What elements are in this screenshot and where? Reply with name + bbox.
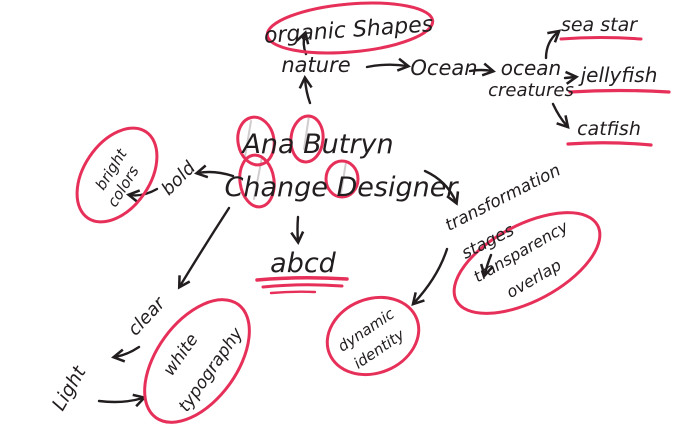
node-center-ana-butryn-change-designer: Ana Butryn Change Designer	[225, 129, 460, 203]
circle-transparency-overlap	[452, 211, 602, 315]
underline-abcd	[261, 283, 344, 289]
node-bold: bold	[157, 157, 200, 200]
node-abcd: abcd	[270, 248, 337, 279]
arrow-creatures-to-jellyfish	[563, 70, 580, 85]
arrow-clear-to-light	[111, 345, 141, 363]
arrow-nature-to-ocean	[365, 57, 411, 72]
arrow-center-to-nature	[298, 74, 313, 105]
circle-bright-colors	[75, 126, 159, 224]
node-jellyfish: jellyfish	[578, 63, 658, 87]
svg-text:creatures: creatures	[488, 80, 574, 101]
node-white-typography: white typography	[159, 323, 247, 415]
arrow-light-to-white-typography	[97, 393, 147, 408]
svg-text:ocean: ocean	[501, 56, 561, 80]
arrow-creatures-to-sea-star	[544, 29, 562, 60]
svg-text:clear: clear	[124, 292, 171, 340]
underline-sea-star	[559, 36, 643, 41]
underline-catfish	[566, 141, 653, 147]
circle-white-typography	[143, 298, 251, 424]
node-clear: clear	[124, 292, 171, 340]
node-light: Light	[48, 361, 92, 414]
arrow-center-to-bold	[194, 164, 235, 179]
pencil-stroke	[244, 120, 252, 158]
underline-jellyfish	[568, 88, 671, 94]
arrow-ocean-to-ocean-creatures	[468, 62, 496, 77]
node-dynamic-identity: dynamic identity	[334, 304, 408, 372]
arrow-stages-to-dynamic-identity	[411, 247, 449, 306]
node-sea-star: sea star	[561, 14, 638, 36]
arrow-center-to-abcd	[290, 215, 305, 246]
arrow-center-to-transformation	[423, 169, 460, 206]
circle-organic-shapes	[265, 1, 435, 55]
circle-letter-d	[324, 159, 360, 199]
svg-text:Change Designer: Change Designer	[225, 172, 460, 203]
svg-text:Light: Light	[48, 361, 92, 414]
circle-letter-a	[236, 115, 276, 167]
node-bright-colors: bright colors	[92, 145, 143, 210]
svg-text:bold: bold	[157, 157, 200, 200]
circle-letter-c	[238, 153, 276, 209]
arrow-stages-to-transparency	[479, 253, 494, 278]
circle-dynamic-identity	[325, 295, 421, 377]
svg-text:Ana Butryn: Ana Butryn	[240, 129, 393, 160]
circle-letter-b	[289, 114, 325, 164]
node-ocean: Ocean	[410, 56, 477, 80]
underline-abcd	[255, 275, 349, 282]
node-nature: nature	[281, 53, 350, 77]
pencil-stroke	[303, 115, 310, 150]
underline-abcd	[269, 290, 317, 295]
arrow-center-to-clear	[177, 206, 231, 290]
node-catfish: catfish	[577, 118, 641, 140]
node-ocean-creatures: ocean creatures	[488, 56, 574, 101]
arrow-creatures-to-catfish	[551, 102, 570, 130]
pencil-stroke	[340, 161, 347, 194]
